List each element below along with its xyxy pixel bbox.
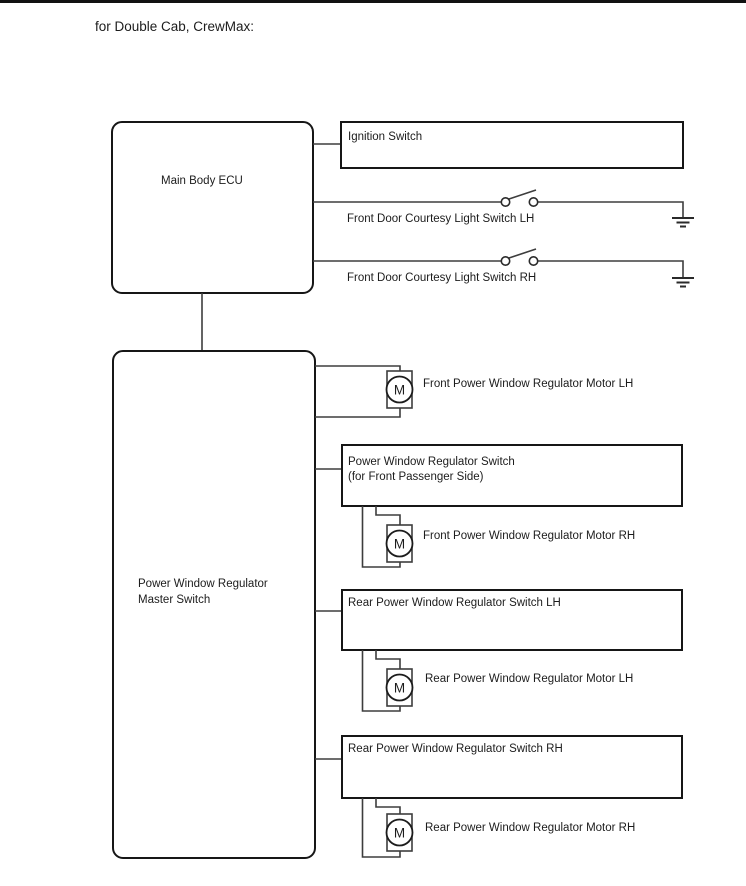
- ignition-switch-label: Ignition Switch: [348, 131, 422, 143]
- rear-switch-lh-box: [341, 589, 683, 651]
- wire-rear-motor-lh-bottom: [361, 650, 401, 712]
- master-switch-label-line2: Master Switch: [138, 594, 210, 606]
- ground-icon-lh: [672, 217, 694, 228]
- motor-icon-rear-rh: M: [385, 813, 414, 852]
- motor-icon-front-rh: M: [385, 524, 414, 563]
- courtesy-switch-rh-icon: [500, 248, 539, 266]
- wire-courtesy-rh-right: [538, 260, 684, 277]
- front-motor-lh-label: Front Power Window Regulator Motor LH: [423, 378, 633, 390]
- motor-letter: M: [394, 681, 405, 696]
- main-body-ecu-box: [111, 121, 314, 294]
- ground-icon-rh: [672, 277, 694, 288]
- passenger-switch-label-line1: Power Window Regulator Switch: [348, 456, 515, 468]
- rear-motor-lh-label: Rear Power Window Regulator Motor LH: [425, 673, 633, 685]
- master-switch-box: [112, 350, 316, 859]
- motor-letter: M: [394, 383, 405, 398]
- passenger-switch-box: [341, 444, 683, 507]
- motor-letter: M: [394, 537, 405, 552]
- passenger-switch-label-line2: (for Front Passenger Side): [348, 471, 484, 483]
- motor-icon-rear-lh: M: [385, 668, 414, 707]
- motor-icon-front-lh: M: [385, 370, 414, 409]
- ignition-switch-box: [340, 121, 684, 169]
- wire-rear-motor-lh-top: [375, 650, 401, 669]
- wire-rear-motor-rh-top: [375, 798, 401, 814]
- courtesy-switch-lh-icon: [500, 189, 539, 208]
- courtesy-switch-rh-label: Front Door Courtesy Light Switch RH: [347, 272, 536, 284]
- main-body-ecu-label: Main Body ECU: [161, 175, 243, 187]
- front-motor-rh-label: Front Power Window Regulator Motor RH: [423, 530, 635, 542]
- wire-courtesy-lh-right: [538, 201, 684, 217]
- wire-front-motor-lh-top: [315, 365, 401, 371]
- wire-front-motor-lh-bottom: [315, 408, 401, 418]
- diagram-title: for Double Cab, CrewMax:: [95, 19, 254, 34]
- wire-front-motor-rh-top: [375, 506, 401, 525]
- rear-motor-rh-label: Rear Power Window Regulator Motor RH: [425, 822, 635, 834]
- wire-rear-motor-rh-bottom: [361, 798, 401, 858]
- page-top-rule: [0, 0, 746, 3]
- motor-letter: M: [394, 826, 405, 841]
- rear-switch-rh-label: Rear Power Window Regulator Switch RH: [348, 743, 563, 755]
- rear-switch-rh-box: [341, 735, 683, 799]
- master-switch-label-line1: Power Window Regulator: [138, 578, 268, 590]
- rear-switch-lh-label: Rear Power Window Regulator Switch LH: [348, 597, 561, 609]
- courtesy-switch-lh-label: Front Door Courtesy Light Switch LH: [347, 213, 534, 225]
- wire-front-motor-rh-bottom: [361, 506, 401, 568]
